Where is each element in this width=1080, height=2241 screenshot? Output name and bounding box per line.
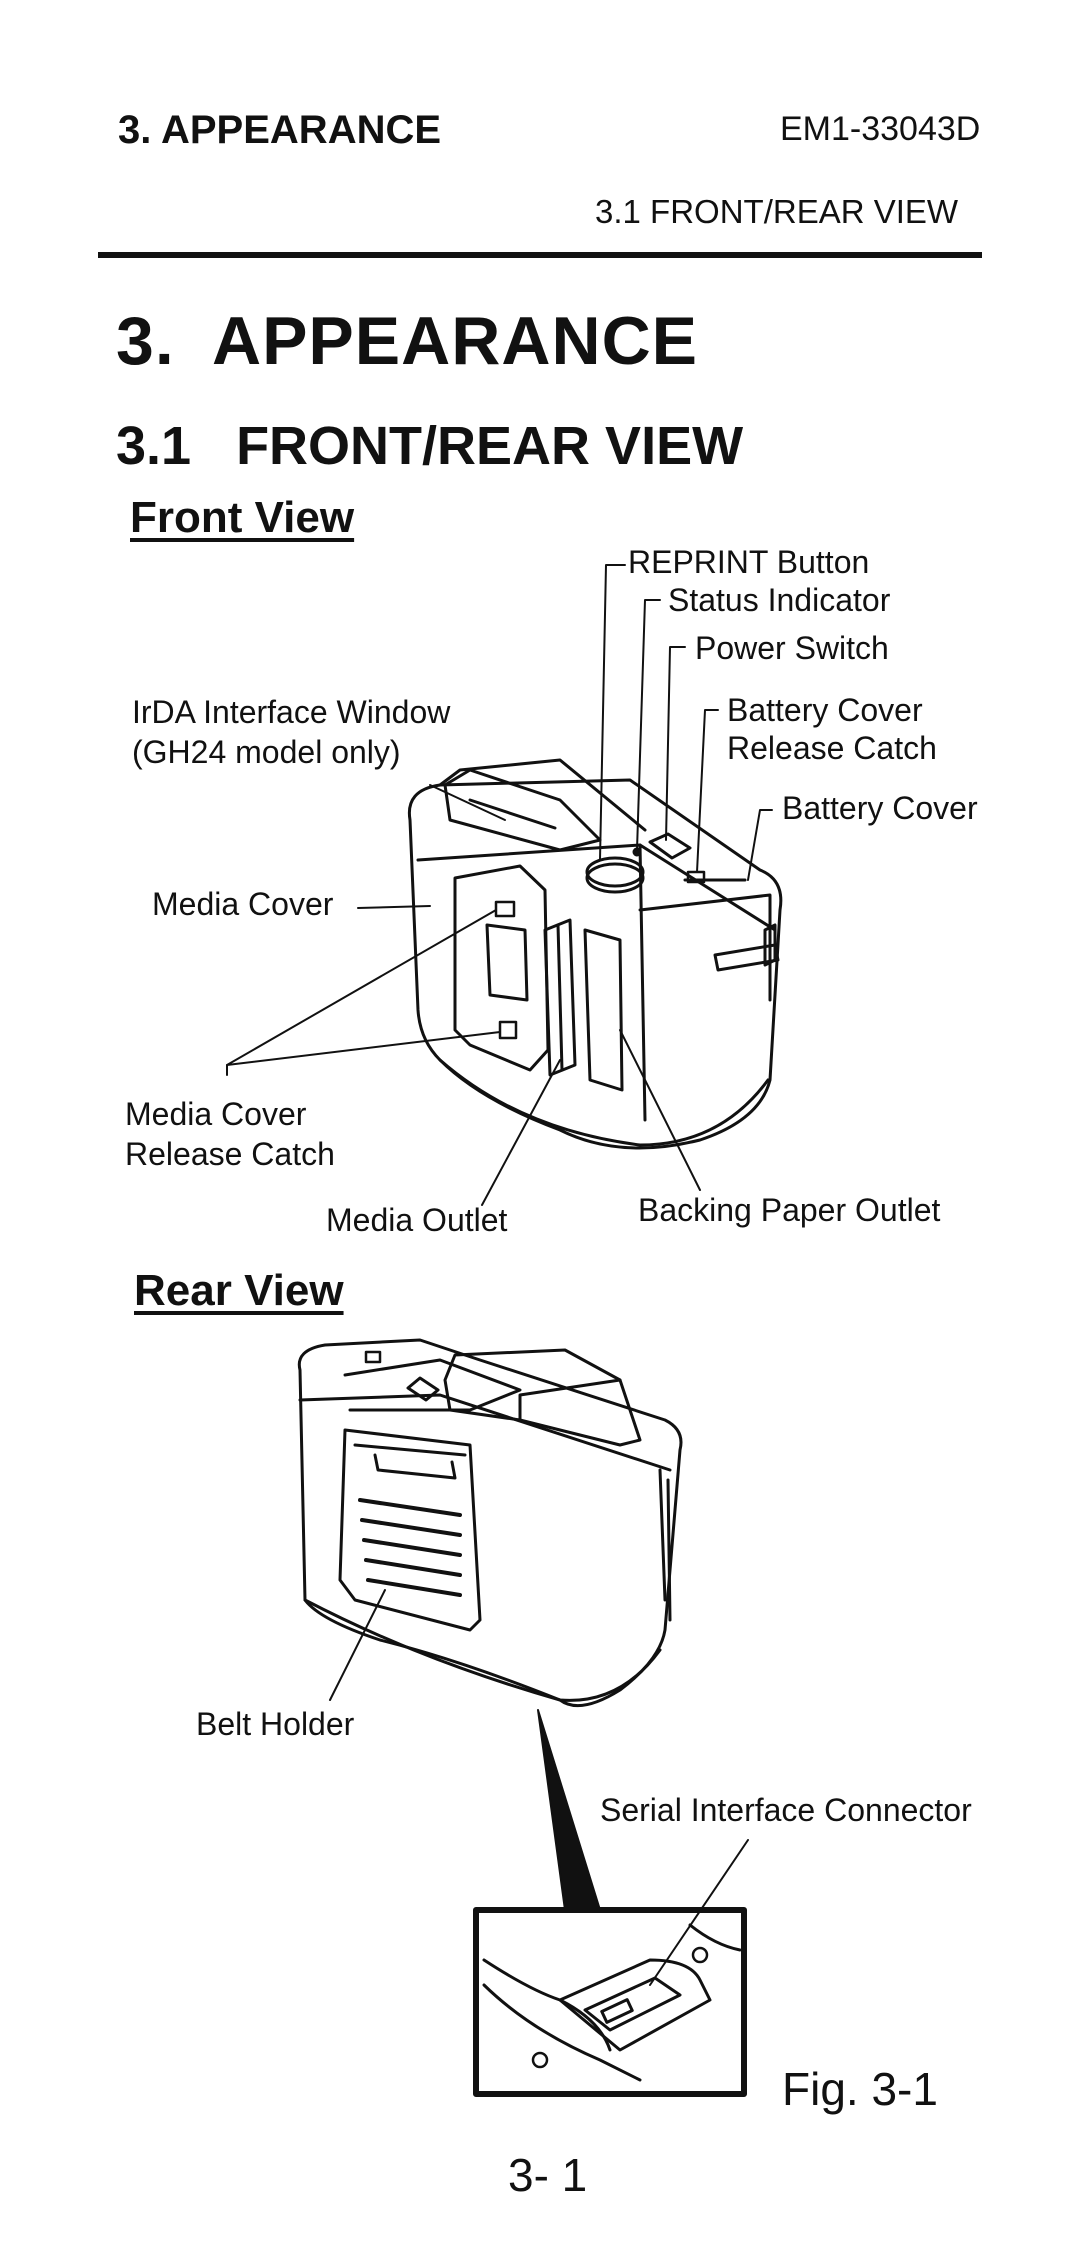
- chapter-title: 3. APPEARANCE: [116, 303, 699, 379]
- label-serial-connector: Serial Interface Connector: [600, 1792, 972, 1828]
- header-section: 3.1 FRONT/REAR VIEW: [595, 193, 959, 230]
- label-media-cover-catch-2: Release Catch: [125, 1136, 335, 1172]
- serial-connector-inset: [473, 1907, 747, 2097]
- header-chapter: 3. APPEARANCE: [118, 108, 442, 152]
- label-media-outlet: Media Outlet: [326, 1202, 508, 1238]
- label-irda-window: IrDA Interface Window: [132, 694, 451, 730]
- label-battery-cover-catch: Battery Cover: [727, 692, 923, 728]
- label-belt-holder: Belt Holder: [196, 1706, 355, 1742]
- front-printer-illustration: [407, 758, 783, 1150]
- rear-view-heading: Rear View: [134, 1266, 344, 1315]
- page-number: 3- 1: [508, 2149, 588, 2201]
- front-view-leader-lines: [226, 564, 773, 1206]
- document-code: EM1-33043D: [780, 110, 981, 148]
- rear-view-leader-lines: [329, 1589, 749, 1986]
- label-battery-cover: Battery Cover: [782, 790, 978, 826]
- section-title: 3.1 FRONT/REAR VIEW: [116, 416, 744, 476]
- label-status-indicator: Status Indicator: [668, 582, 891, 618]
- inset-callout-wedge: [537, 1709, 601, 1911]
- figure-caption: Fig. 3-1: [782, 2063, 938, 2115]
- label-media-cover-catch: Media Cover: [125, 1096, 307, 1132]
- label-reprint-button: REPRINT Button: [628, 544, 870, 580]
- label-irda-window-note: (GH24 model only): [132, 734, 401, 770]
- label-media-cover: Media Cover: [152, 886, 334, 922]
- label-battery-cover-catch-2: Release Catch: [727, 730, 937, 766]
- label-backing-paper-outlet: Backing Paper Outlet: [638, 1192, 941, 1228]
- front-view-heading: Front View: [130, 493, 355, 542]
- label-power-switch: Power Switch: [695, 630, 889, 666]
- header-divider: [98, 252, 982, 258]
- rear-printer-illustration: [297, 1338, 683, 1708]
